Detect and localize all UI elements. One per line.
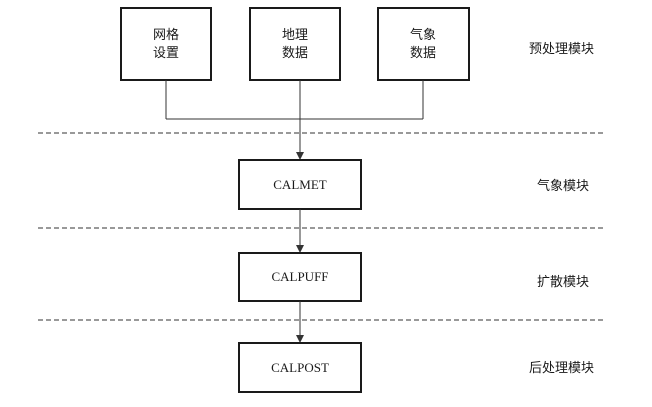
input-grid-line2: 设置 [153,46,179,61]
module-label-dispersion: 扩散模块 [537,275,589,290]
input-box-met-data: 气象 数据 [377,7,470,81]
process-calmet-label: CALMET [273,177,327,192]
process-box-calpost: CALPOST [238,342,362,393]
input-box-grid-settings: 网格 设置 [120,7,212,81]
module-label-meteorology: 气象模块 [537,178,589,194]
input-geo-line2: 数据 [282,46,308,61]
input-grid-line1: 网格 [153,27,179,43]
input-box-geo-data: 地理 数据 [249,7,341,81]
process-box-calmet: CALMET [238,159,362,210]
module-label-preprocess: 预处理模块 [529,42,594,57]
input-met-line2: 数据 [410,46,436,61]
module-label-postprocess: 后处理模块 [529,361,594,376]
input-connectors [165,80,424,160]
input-geo-line1: 地理 [282,28,308,43]
process-box-calpuff: CALPUFF [238,252,362,302]
process-calpuff-label: CALPUFF [271,269,328,284]
input-met-line1: 气象 [410,27,436,43]
process-calpost-label: CALPOST [271,360,329,375]
